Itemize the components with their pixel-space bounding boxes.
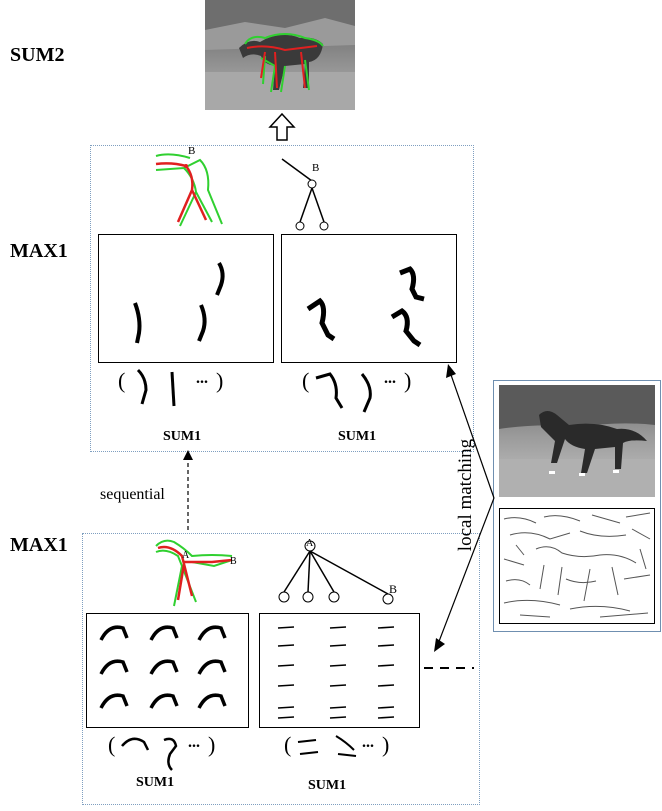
sequential-arrow (183, 450, 193, 530)
sum1-lower-right-label: SUM1 (308, 778, 347, 793)
paren-close: ) (208, 732, 216, 757)
node-a-horse: A (182, 550, 190, 561)
lower-right-box (259, 613, 420, 728)
ellipsis: ... (384, 370, 396, 387)
paren-close: ) (404, 368, 412, 393)
node-b-upper: B (312, 162, 320, 174)
upper-right-box (281, 234, 457, 363)
paren-open: ( (118, 368, 126, 393)
sum1-upper-right-strokes (315, 372, 372, 413)
input-horse-photo (499, 385, 655, 497)
edge-map-strokes (503, 512, 651, 618)
ellipsis: ... (188, 734, 200, 751)
upper-leg-sketch (155, 153, 223, 227)
upper-left-box (98, 234, 274, 363)
max1-upper-label: MAX1 (10, 240, 68, 262)
local-matching-arrows (434, 364, 495, 652)
input-panel-frame (493, 380, 661, 632)
sum1-lower-left-label: SUM1 (136, 775, 175, 790)
node-b-lower: B (389, 582, 398, 596)
sum2-label: SUM2 (10, 44, 65, 66)
sum1-lower-left-strokes (121, 737, 178, 771)
lower-max1-frame (82, 533, 480, 805)
ellipsis: ... (196, 370, 208, 387)
paren-open: ( (108, 732, 116, 757)
sum1-upper-right-label: SUM1 (338, 429, 377, 444)
paren-open: ( (302, 368, 310, 393)
sequential-label: sequential (100, 486, 165, 503)
edge-templates (277, 626, 395, 719)
head-templates (99, 625, 227, 709)
lower-left-box (86, 613, 249, 728)
paren-close: ) (382, 732, 390, 757)
ellipsis: ... (362, 734, 374, 751)
leg-templates (133, 261, 225, 344)
sum1-upper-left-strokes (136, 368, 176, 407)
top-horse-photo (205, 0, 355, 110)
node-b-horse-lower: B (230, 556, 237, 567)
lower-tree (278, 540, 394, 605)
node-a-lower: A (306, 538, 314, 549)
leg-templates-bent (306, 266, 425, 348)
local-matching-label: local matching (455, 438, 476, 552)
upper-max1-frame (90, 145, 474, 452)
up-arrow (268, 112, 296, 141)
paren-close: ) (216, 368, 224, 393)
upper-tree (281, 158, 329, 231)
paren-open: ( (284, 732, 292, 757)
edge-map (499, 508, 655, 624)
lower-horse-sketch (155, 539, 233, 607)
node-b-horse-upper: B (188, 145, 196, 157)
max1-lower-label: MAX1 (10, 534, 68, 556)
continuation-dashes (424, 667, 474, 669)
sum1-lower-right-strokes (297, 735, 357, 757)
sum1-upper-left-label: SUM1 (163, 429, 202, 444)
